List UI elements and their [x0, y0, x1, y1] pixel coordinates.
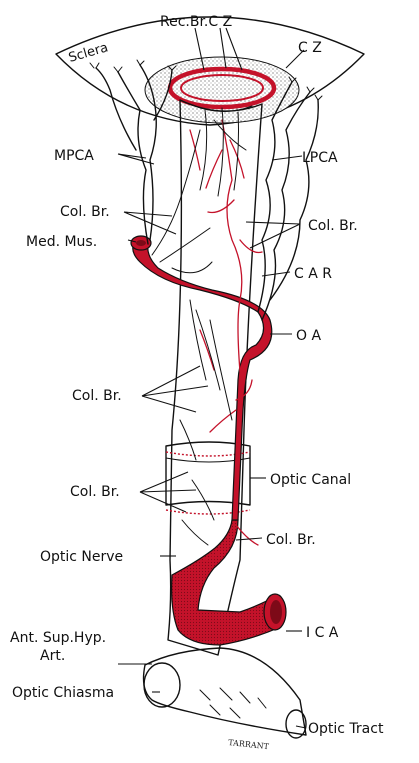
- optic-chiasma-left-cut: [143, 662, 181, 708]
- optic-nerve-inner-rim: [189, 103, 253, 113]
- label-ant-sup-hyp: Ant. Sup.Hyp.: [10, 630, 106, 646]
- label-rec-br-cz: Rec.Br.C Z: [160, 14, 232, 30]
- central-retinal-artery: [221, 119, 243, 373]
- mpca-vessels: [95, 64, 173, 245]
- lpca-tips: [288, 76, 323, 101]
- label-lpca: LPCA: [302, 150, 338, 166]
- ica-lumen: [270, 600, 282, 624]
- label-ant-sup-hyp-art: Art.: [40, 648, 65, 664]
- label-col-br-middle: Col. Br.: [72, 388, 122, 404]
- collateral-branches: [151, 129, 233, 546]
- circle-of-zinn: [167, 66, 277, 110]
- label-optic-canal: Optic Canal: [270, 472, 351, 488]
- mpca-tips: [89, 59, 177, 73]
- chiasma-shading: [199, 687, 267, 719]
- label-col-br-upper-right: Col. Br.: [308, 218, 358, 234]
- label-optic-chiasma: Optic Chiasma: [12, 685, 114, 701]
- leader-lines: [117, 27, 307, 729]
- optic-canal-dash-top: [165, 451, 251, 457]
- label-optic-nerve: Optic Nerve: [40, 549, 123, 565]
- label-optic-tract: Optic Tract: [308, 721, 384, 737]
- lpca-vessels: [257, 81, 319, 321]
- label-med-mus: Med. Mus.: [26, 234, 97, 250]
- label-col-br-lower-right: Col. Br.: [266, 532, 316, 548]
- ophthalmic-artery: [132, 239, 273, 521]
- optic-canal-band: [165, 441, 251, 506]
- sclera-outline: [55, 16, 365, 126]
- optic-nerve-trunk: [167, 99, 263, 656]
- optic-chiasma: [142, 647, 307, 736]
- label-oa: O A: [296, 328, 321, 344]
- collateral-vessels-red: [189, 129, 263, 561]
- recurrent-branches-cz: [199, 107, 247, 197]
- optic-canal-top: [165, 457, 251, 463]
- circle-of-zinn-inner: [180, 74, 264, 102]
- optic-canal-dash-bottom: [165, 509, 251, 515]
- internal-carotid-artery: [171, 519, 279, 646]
- label-mpca: MPCA: [54, 148, 94, 164]
- label-col-br-upper-left: Col. Br.: [60, 204, 110, 220]
- label-cz: C Z: [298, 40, 322, 56]
- label-sclera: Sclera: [67, 40, 110, 66]
- label-col-br-lower: Col. Br.: [70, 484, 120, 500]
- label-car: C A R: [294, 266, 332, 282]
- oa-lumen: [136, 240, 146, 246]
- artist-signature: TARRANT: [228, 738, 270, 751]
- optic-tract-cut: [285, 709, 307, 739]
- label-ica: I C A: [306, 625, 339, 641]
